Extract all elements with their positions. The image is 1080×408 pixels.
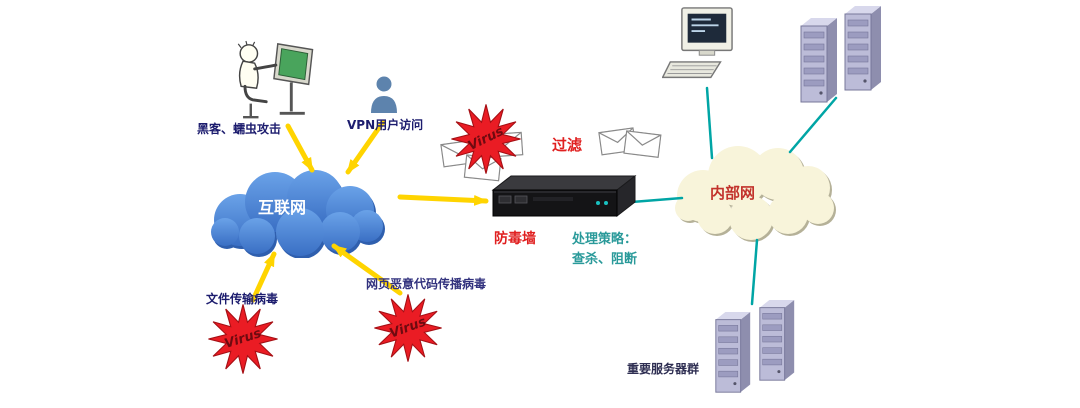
server-group-label: 重要服务器群	[627, 362, 700, 376]
server-tower-icon	[800, 18, 838, 103]
intranet-label: 内部网	[710, 184, 756, 202]
envelope-cluster-right	[598, 127, 662, 158]
desktop-pc-icon	[662, 7, 733, 79]
envelope-icon	[623, 130, 662, 158]
server-tower-icon	[844, 6, 882, 91]
policy-title: 处理策略：	[572, 232, 638, 247]
firewall-label: 防毒墙	[494, 231, 536, 247]
server-tower-icon	[715, 312, 751, 393]
hacker-figure-icon	[237, 40, 314, 119]
vpn-user-icon	[371, 76, 397, 113]
internet-label: 互联网	[258, 198, 307, 217]
firewall-appliance-icon	[491, 174, 637, 218]
vpn-access-label: VPN用户访问	[347, 118, 424, 132]
server-group-icon	[715, 300, 795, 393]
internet-cloud	[211, 170, 385, 258]
file-virus-label: 文件传输病毒	[206, 292, 279, 306]
server-tower-icon	[759, 300, 795, 381]
server-towers-top-icon	[800, 6, 882, 103]
arrow-internet-to-firewall	[397, 194, 489, 206]
virus-star-file: Virus	[204, 303, 282, 375]
virus-star-top: Virus	[448, 103, 524, 175]
virus-star-web: Virus	[366, 293, 450, 363]
filter-label: 过滤	[552, 136, 583, 154]
intranet-cloud	[675, 146, 836, 242]
web-virus-label: 网页恶意代码传播病毒	[366, 277, 487, 291]
policy-actions: 查杀、阻断	[572, 252, 638, 267]
hacker-attack-label: 黑客、蠕虫攻击	[197, 122, 282, 136]
